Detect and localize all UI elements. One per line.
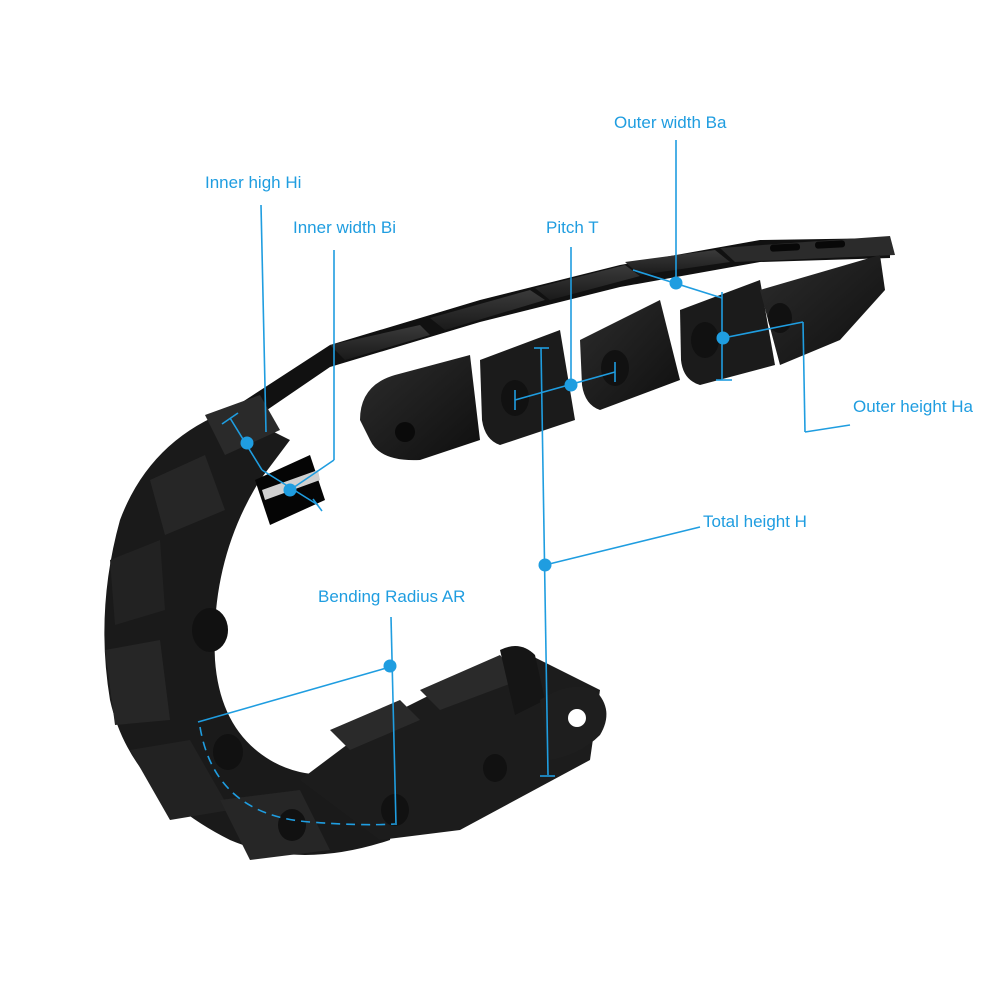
- inner-high-label: Inner high Hi: [205, 173, 302, 192]
- inner-width-dot: [283, 483, 297, 497]
- outer-height-leader-vertical: [802, 321, 806, 433]
- bending-radius-dot: [383, 659, 397, 673]
- total-height-label: Total height H: [703, 512, 807, 531]
- bending-radius-label: Bending Radius AR: [318, 587, 466, 606]
- bending-radius-label-background: [310, 580, 480, 610]
- pitch-dot: [564, 378, 578, 392]
- total-height-dot: [538, 558, 552, 572]
- pitch-label: Pitch T: [546, 218, 599, 237]
- inner-width-label: Inner width Bi: [293, 218, 396, 237]
- dimension-annotations: [197, 140, 851, 826]
- total-height-leader-line: [544, 526, 701, 566]
- outer-height-leader-horizontal: [804, 424, 851, 433]
- outer-height-label: Outer height Ha: [853, 397, 974, 416]
- inner-width-leader-elbow: [289, 459, 335, 491]
- outer-width-label: Outer width Ba: [614, 113, 727, 132]
- inner-high-tick: [221, 412, 239, 425]
- inner-high-leader-line: [260, 204, 267, 433]
- chain-body: [104, 236, 895, 860]
- dimension-dots: [240, 276, 730, 673]
- bending-radius-arc: [199, 726, 396, 826]
- bending-radius-leader-line: [390, 616, 397, 826]
- inner-width-tick: [312, 498, 323, 512]
- outer-height-dot: [716, 331, 730, 345]
- bending-radius-line: [197, 666, 391, 723]
- outer-height-dimension-line: [722, 321, 804, 339]
- outer-width-dot: [669, 276, 683, 290]
- inner-high-dot: [240, 436, 254, 450]
